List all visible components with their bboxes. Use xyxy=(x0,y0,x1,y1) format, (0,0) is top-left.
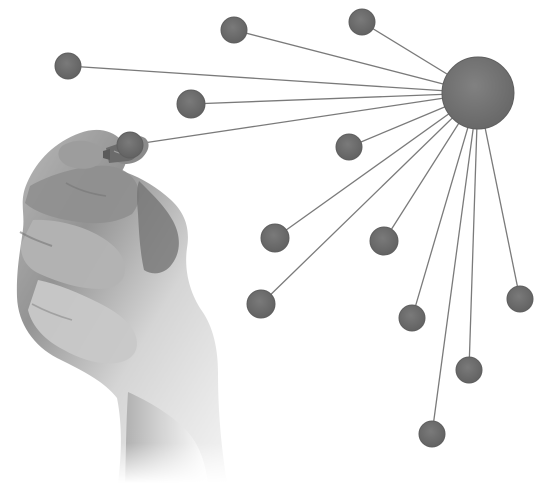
network-node-icon xyxy=(247,290,275,318)
network-node-icon xyxy=(399,305,425,331)
hub-node-icon xyxy=(442,57,514,129)
hand-illustration xyxy=(0,130,260,483)
network-node-icon xyxy=(349,9,375,35)
network-node-icon xyxy=(456,357,482,383)
network-node-icon xyxy=(117,132,143,158)
network-node-icon xyxy=(507,286,533,312)
network-node-icon xyxy=(261,224,289,252)
network-node-icon xyxy=(419,421,445,447)
network-node-icon xyxy=(336,134,362,160)
network-node-icon xyxy=(55,53,81,79)
network-node-icon xyxy=(177,90,205,118)
network-node-icon xyxy=(221,17,247,43)
network-node-icon xyxy=(370,227,398,255)
